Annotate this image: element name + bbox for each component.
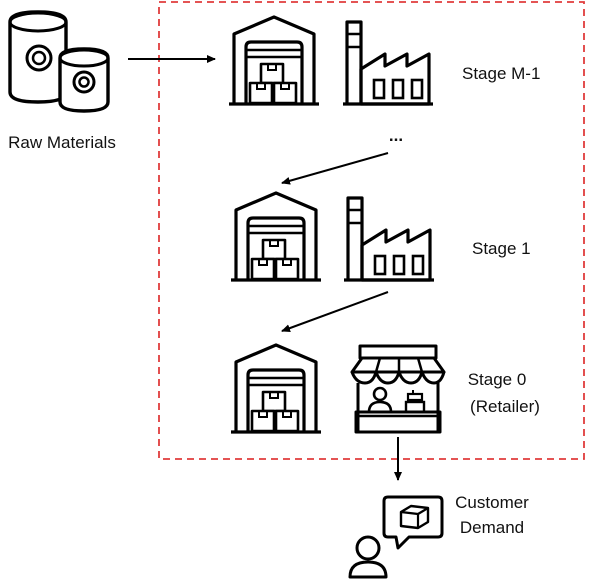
arrow-to-stage-1: [281, 152, 389, 185]
stage-0-label: Stage 0: [468, 370, 527, 389]
barrels-icon: [8, 10, 110, 113]
stage-m1-label: Stage M-1: [462, 64, 540, 83]
warehouse-icon: [229, 15, 319, 106]
customer-icon: [348, 495, 444, 579]
retailer-label: (Retailer): [470, 397, 540, 416]
stage-1-label: Stage 1: [472, 239, 531, 258]
warehouse-icon: [231, 191, 321, 282]
supply-chain-boundary: [158, 1, 585, 460]
demand-label: Demand: [460, 518, 524, 537]
arrow-to-stage-0: [281, 291, 389, 332]
customer-label: Customer: [455, 493, 529, 512]
ellipsis-label: ...: [389, 126, 403, 145]
warehouse-icon: [231, 343, 321, 434]
raw-materials-label: Raw Materials: [8, 133, 116, 152]
market-stall-icon: [350, 344, 446, 434]
factory-icon: [344, 196, 434, 282]
factory-icon: [343, 20, 433, 106]
